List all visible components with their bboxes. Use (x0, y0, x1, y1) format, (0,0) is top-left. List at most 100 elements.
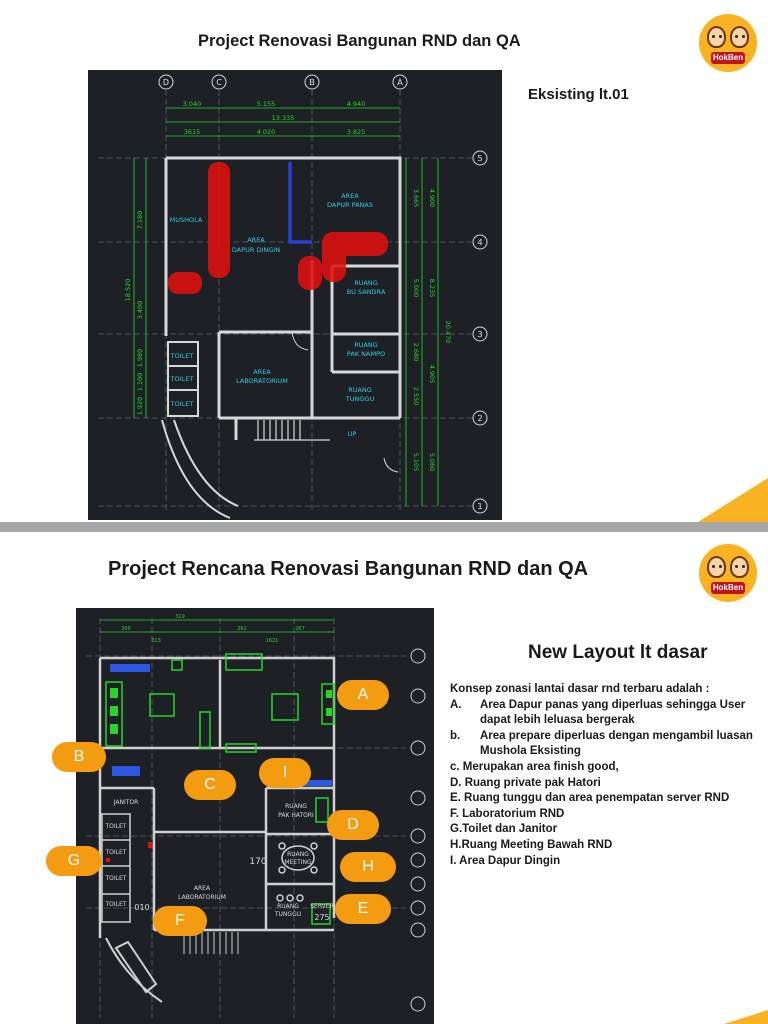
dimension-label: 8.235 (428, 279, 436, 298)
dimension-label: 3.825 (347, 128, 366, 136)
room-label: 275 (314, 913, 329, 922)
room-label: PAK NAMPO (347, 350, 385, 358)
dimension-label: 319 (175, 614, 185, 620)
room-label: JANITOR (113, 799, 139, 806)
existing-floor-plan: D C B A 5 4 3 2 1 3.0 (88, 70, 502, 520)
mascot-right-icon (730, 556, 749, 578)
zone-marker-i: I (259, 758, 311, 788)
room-label: SERVER (310, 903, 334, 910)
room-label: 010 (134, 903, 149, 912)
corner-accent (698, 478, 768, 522)
concept-item-b: b. Area prepare diperluas dengan mengambi… (450, 729, 768, 760)
dimension-label: 3615 (184, 128, 201, 136)
dimension-label: 3.400 (136, 301, 144, 320)
zone-marker-d: D (327, 810, 379, 840)
room-label: UP (348, 430, 357, 438)
slide-title: Project Renovasi Bangunan RND dan QA (198, 32, 521, 50)
dimension-label: 3.040 (183, 100, 202, 108)
concept-item-a-continued: dapat lebih leluasa bergerak (480, 714, 635, 727)
room-label: RUANG (285, 803, 307, 810)
room-label: DAPUR DINGIN (232, 246, 280, 254)
zoning-concept-text: Konsep zonasi lantai dasar rnd terbaru a… (450, 682, 768, 869)
room-label: AREA (194, 885, 211, 892)
dimension-label: 4.940 (347, 100, 366, 108)
hokben-logo: HokBen (699, 14, 757, 72)
dimension-label: 20.470 (444, 321, 452, 344)
concept-item-d: D. Ruang private pak Hatori (450, 776, 601, 789)
slide-separator (0, 522, 768, 532)
zone-marker-a: A (337, 680, 389, 710)
dimension-label: 313 (151, 638, 161, 644)
room-label: TOILET (105, 849, 127, 856)
dimension-label: 7.180 (136, 211, 144, 230)
room-label: RUANG (287, 851, 309, 858)
zone-marker-g: G (46, 846, 102, 876)
room-label: PAK HATORI (278, 812, 314, 819)
zone-marker-f: F (153, 906, 207, 936)
dimension-label: 267 (295, 626, 305, 632)
dimension-label: 13.335 (272, 114, 295, 122)
concept-intro: Konsep zonasi lantai dasar rnd terbaru a… (450, 683, 710, 695)
concept-item-text: Area prepare diperluas dengan mengambil … (480, 729, 753, 758)
room-label: TUNGGU (274, 911, 301, 918)
concept-item-i: I. Area Dapur Dingin (450, 854, 561, 867)
room-label: DAPUR PANAS (327, 201, 373, 209)
concept-item-text: Area Dapur panas yang diperluas sehingga… (480, 698, 746, 711)
dimension-label: 5.105 (412, 453, 420, 472)
dimension-label: 1621 (266, 638, 279, 644)
room-label: LABORATORIUM (236, 377, 288, 385)
dimension-label: 1.100 (136, 373, 144, 392)
zone-marker-b: B (52, 742, 106, 772)
dimension-label: 5.155 (257, 100, 276, 108)
room-label: LABORATORIUM (178, 894, 226, 901)
slide-title: Project Rencana Renovasi Bangunan RND da… (108, 558, 589, 580)
hokben-logo: HokBen (699, 544, 757, 602)
room-label: TUNGGU (345, 395, 375, 403)
zone-marker-e: E (335, 894, 391, 924)
room-label: TOILET (105, 823, 127, 830)
logo-wordmark: HokBen (711, 52, 745, 64)
dimension-label: 1.980 (136, 349, 144, 368)
dimension-label: 262 (237, 626, 247, 632)
dimension-label: 18.520 (124, 279, 132, 302)
grid-label: 2 (477, 414, 482, 423)
room-label: TOILET (105, 901, 127, 908)
grid-label: 5 (477, 154, 482, 163)
room-label: RUANG (354, 279, 378, 287)
dimension-label: 4.020 (257, 128, 276, 136)
concept-item-c: c. Merupakan area finish good, (450, 760, 619, 773)
zone-marker-h: H (340, 852, 396, 882)
new-floor-plan: 319 300 313 262 267 1621 (76, 608, 434, 1024)
zone-marker-c: C (184, 770, 236, 800)
dimension-label: 2.680 (412, 343, 420, 362)
logo-wordmark: HokBen (711, 582, 745, 594)
slide-subtitle: Eksisting lt.01 (528, 86, 629, 103)
mascot-left-icon (707, 556, 726, 578)
room-label: 170 (249, 857, 266, 867)
concept-item-g: G.Toilet dan Janitor (450, 823, 558, 836)
mascot-right-icon (730, 26, 749, 48)
dimension-label: 300 (121, 626, 131, 632)
grid-label: 1 (477, 502, 482, 511)
room-label: AREA (253, 368, 271, 376)
room-label: RUANG (348, 386, 372, 394)
dimension-label: 5.060 (428, 453, 436, 472)
dimension-label: 3.665 (412, 189, 420, 208)
concept-item-a: A. Area Dapur panas yang diperluas sehing… (450, 698, 768, 714)
room-label: RUANG (277, 903, 299, 910)
dimension-label: 2.550 (412, 387, 420, 406)
concept-item-label: b. (450, 729, 461, 742)
dimension-label: 4.900 (428, 189, 436, 208)
room-label: MUSHOLA (170, 216, 203, 224)
room-label: MEETING (284, 859, 312, 866)
grid-label: 4 (477, 238, 482, 247)
room-label: BU SANDRA (347, 288, 386, 296)
grid-label: D (163, 78, 169, 87)
grid-label: B (309, 78, 315, 87)
slide-existing: Project Renovasi Bangunan RND dan QA Hok… (88, 14, 768, 522)
concept-item-h: H.Ruang Meeting Bawah RND (450, 838, 613, 851)
slide-subtitle: New Layout lt dasar (528, 642, 708, 663)
concept-item-label: A. (450, 698, 462, 711)
slide-new-layout: Project Rencana Renovasi Bangunan RND da… (0, 532, 768, 1024)
mascot-left-icon (707, 26, 726, 48)
